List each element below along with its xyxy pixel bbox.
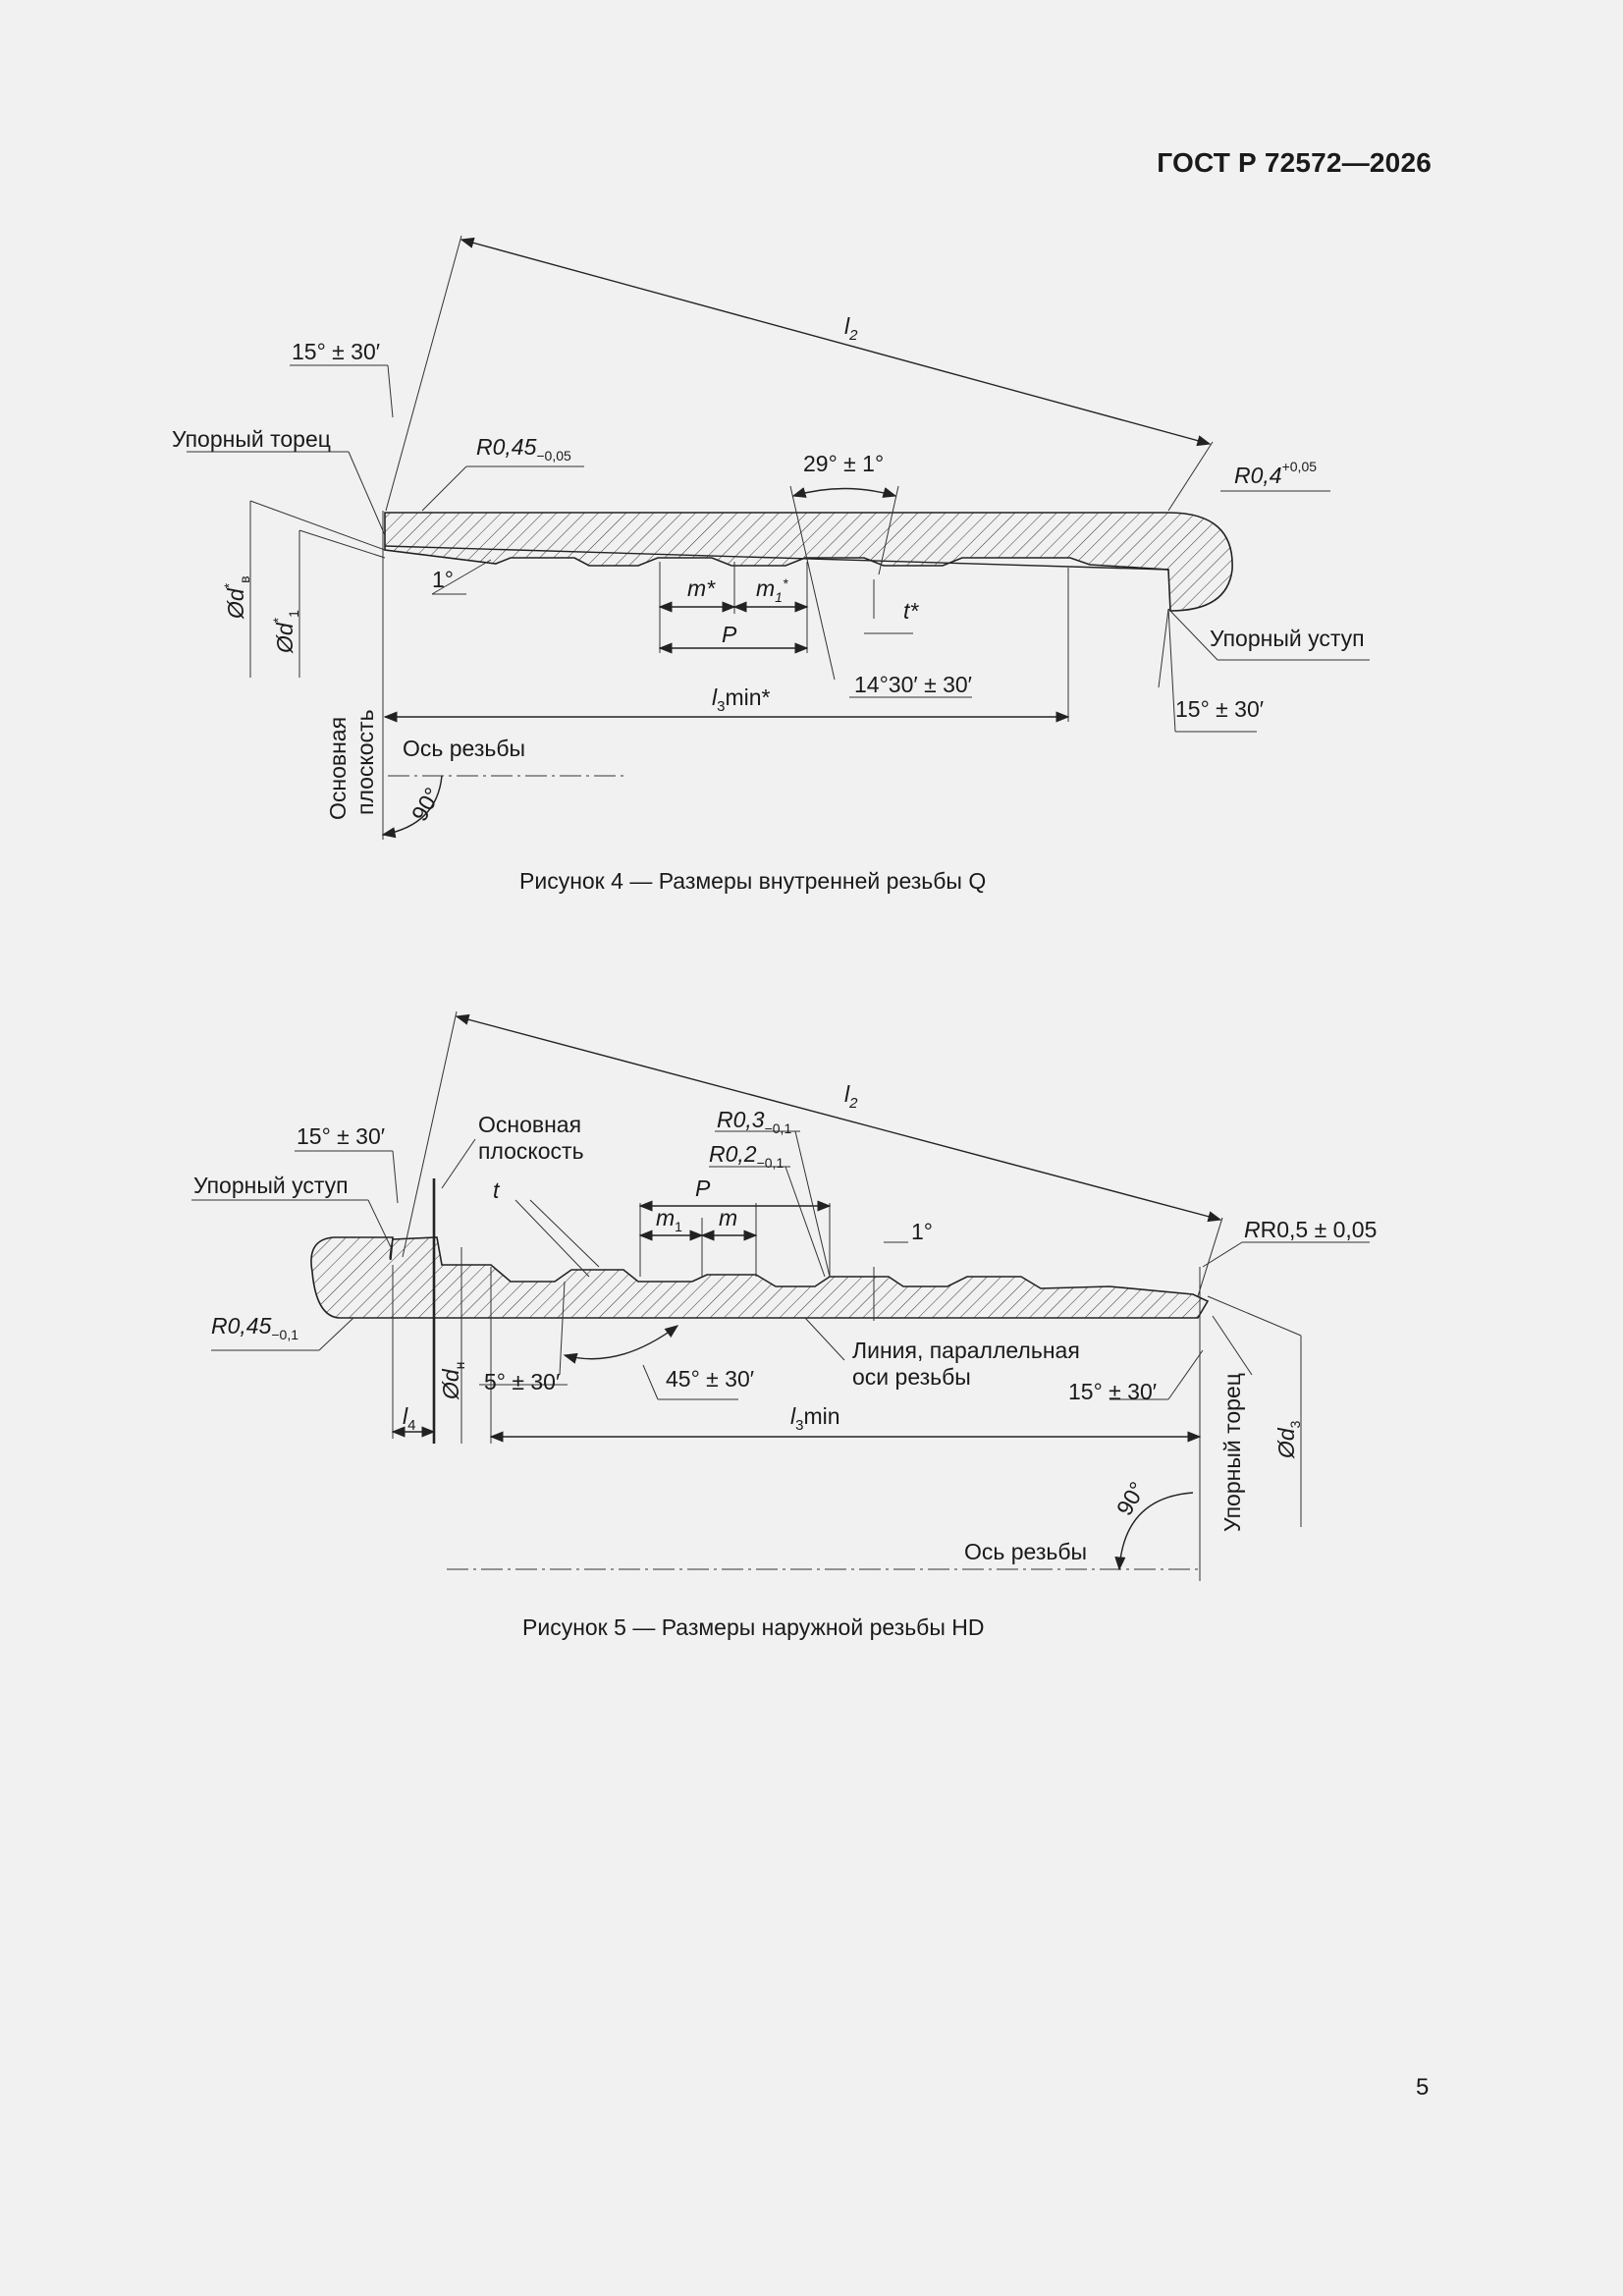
fig5-angle-5: 5° ± 30′ bbox=[484, 1369, 560, 1394]
fig4-angle-top-left: 15° ± 30′ bbox=[292, 339, 380, 364]
fig5-pitch: P bbox=[695, 1175, 711, 1201]
fig5-radius-03: R0,3−0,1 bbox=[717, 1107, 791, 1136]
document-standard-number: ГОСТ Р 72572—2026 bbox=[1157, 147, 1432, 178]
fig5-parallel-line-2: оси резьбы bbox=[852, 1364, 971, 1390]
fig4-m-star: m* bbox=[687, 575, 716, 601]
fig4-angle-flank: 14°30′ ± 30′ bbox=[854, 672, 972, 697]
fig5-m1: m1 bbox=[656, 1205, 682, 1234]
fig4-radius-left: R0,45−0,05 bbox=[476, 434, 571, 464]
pipe-wall-section bbox=[310, 1236, 1210, 1319]
figure-4-drawing: l2 15° ± 30′ Упорный торец R0,45−0,05 29… bbox=[172, 235, 1370, 840]
figure-4-caption: Рисунок 4 — Размеры внутренней резьбы Q bbox=[519, 868, 987, 894]
fig5-angle-90: 90° bbox=[1111, 1477, 1151, 1519]
fig4-diameter-b: Ød*в bbox=[221, 575, 252, 620]
fig4-angle-small: 1° bbox=[432, 567, 454, 592]
fig5-l2-label: l2 bbox=[844, 1081, 858, 1112]
fig4-diameter-1: Ød*1 bbox=[270, 610, 301, 654]
fig5-l3min: l3min bbox=[790, 1403, 840, 1434]
fig4-m1-star: m1* bbox=[756, 575, 788, 605]
fig5-thread-axis: Ось резьбы bbox=[964, 1539, 1087, 1564]
fig5-angle-top-left: 15° ± 30′ bbox=[297, 1123, 385, 1149]
fig4-radius-right: R0,4+0,05 bbox=[1234, 459, 1317, 488]
fig5-parallel-line-1: Линия, параллельная bbox=[852, 1338, 1080, 1363]
fig4-l3min: l3min* bbox=[712, 684, 771, 715]
fig5-radius-left: R0,45−0,1 bbox=[211, 1313, 298, 1342]
figure-5-drawing: l2 15° ± 30′ Основная плоскость R0,3−0,1… bbox=[191, 1011, 1377, 1581]
fig4-l2-label: l2 bbox=[844, 313, 858, 344]
figure-4-internal-thread-q: l2 15° ± 30′ Упорный торец R0,45−0,05 29… bbox=[0, 216, 1623, 845]
fig4-pitch: P bbox=[722, 622, 737, 647]
fig5-thrust-shoulder-label: Упорный уступ bbox=[193, 1173, 349, 1198]
fig4-angle-bottom-right: 15° ± 30′ bbox=[1175, 696, 1264, 722]
fig5-radius-right: RR0,5 ± 0,05 bbox=[1244, 1217, 1377, 1242]
fig5-t: t bbox=[493, 1177, 501, 1203]
fig5-angle-45: 45° ± 30′ bbox=[666, 1366, 754, 1392]
fig5-base-plane-line1: Основная bbox=[478, 1112, 581, 1137]
fig5-angle-small: 1° bbox=[911, 1219, 933, 1244]
fig5-l4: l4 bbox=[403, 1403, 415, 1434]
fig5-diameter-h: Ødн bbox=[438, 1362, 467, 1400]
page-number: 5 bbox=[1416, 2074, 1430, 2101]
fig4-base-plane-line2: плоскость bbox=[352, 709, 378, 815]
fig4-thrust-shoulder-label: Упорный уступ bbox=[1210, 626, 1365, 651]
fig5-base-plane-line2: плоскость bbox=[478, 1138, 584, 1164]
fig4-thread-axis: Ось резьбы bbox=[403, 736, 525, 761]
figure-5-external-thread-hd: l2 15° ± 30′ Основная плоскость R0,3−0,1… bbox=[0, 1002, 1623, 1591]
fig4-base-plane-line1: Основная bbox=[325, 717, 351, 820]
figure-5-caption: Рисунок 5 — Размеры наружной резьбы HD bbox=[522, 1614, 985, 1640]
fig5-angle-bottom-right: 15° ± 30′ bbox=[1068, 1379, 1157, 1404]
fig4-angle-thread: 29° ± 1° bbox=[803, 451, 884, 476]
pipe-wall-section bbox=[384, 512, 1233, 612]
fig5-thrust-face-label: Упорный торец bbox=[1219, 1373, 1245, 1532]
fig5-radius-02: R0,2−0,1 bbox=[709, 1141, 784, 1171]
fig4-thrust-face-label: Упорный торец bbox=[172, 426, 331, 452]
fig4-t-star: t* bbox=[903, 598, 919, 624]
fig5-m: m bbox=[719, 1205, 737, 1230]
fig5-diameter-3: Ød3 bbox=[1273, 1420, 1303, 1459]
